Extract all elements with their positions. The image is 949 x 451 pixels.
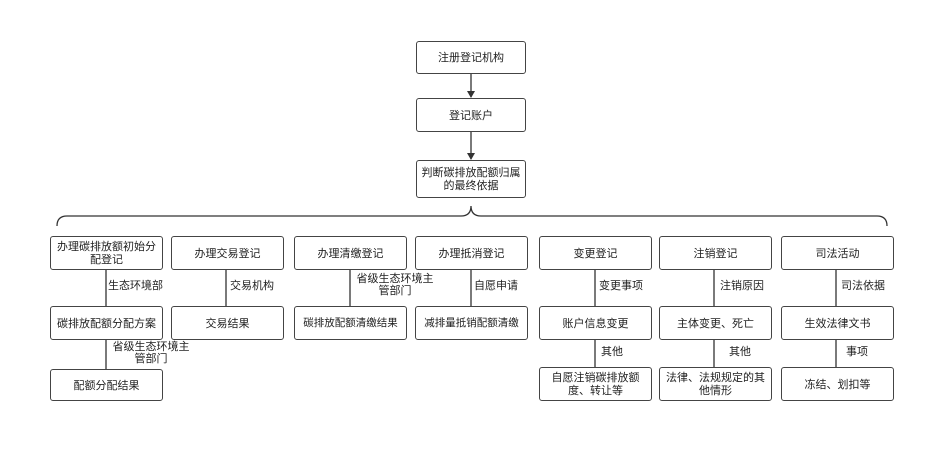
- branch-title: 办理碳排放额初始分配登记: [50, 236, 163, 270]
- edge-label: 生态环境部: [108, 279, 163, 292]
- brace: [56, 205, 888, 227]
- determine-ownership-node: 判断碳排放配额归属的最终依据: [416, 160, 526, 198]
- branch-mid-node: 碳排放配额清缴结果: [294, 306, 407, 340]
- edge-label: 事项: [846, 345, 868, 358]
- edge-label: 省级生态环境主管部门: [352, 273, 438, 297]
- edge-label: 司法依据: [841, 279, 885, 292]
- branch-mid-node: 主体变更、死亡: [659, 306, 772, 340]
- branch-result-node: 配额分配结果: [50, 369, 163, 401]
- edge-label: 省级生态环境主管部门: [108, 341, 194, 365]
- edge-label: 其他: [729, 345, 751, 358]
- branch-mid-node: 交易结果: [171, 306, 284, 340]
- branch-title: 办理抵消登记: [415, 236, 528, 270]
- branch-title: 办理交易登记: [171, 236, 284, 270]
- branch-mid-node: 减排量抵销配额清缴: [415, 306, 528, 340]
- branch-result-node: 自愿注销碳排放额度、转让等: [539, 367, 652, 401]
- branch-mid-node: 生效法律文书: [781, 306, 894, 340]
- branch-mid-node: 账户信息变更: [539, 306, 652, 340]
- register-account-node: 登记账户: [416, 98, 526, 132]
- branch-title: 变更登记: [539, 236, 652, 270]
- edge-label: 交易机构: [230, 279, 274, 292]
- branch-result-node: 法律、法规规定的其他情形: [659, 367, 772, 401]
- branch-title: 办理清缴登记: [294, 236, 407, 270]
- branch-title: 注销登记: [659, 236, 772, 270]
- edge-label: 变更事项: [599, 279, 643, 292]
- edge-label: 其他: [601, 345, 623, 358]
- branch-result-node: 冻结、划扣等: [781, 367, 894, 401]
- branch-title: 司法活动: [781, 236, 894, 270]
- edge-label: 自愿申请: [474, 279, 518, 292]
- branch-mid-node: 碳排放配额分配方案: [50, 306, 163, 340]
- register-institution-node: 注册登记机构: [416, 41, 526, 74]
- edge-label: 注销原因: [720, 279, 764, 292]
